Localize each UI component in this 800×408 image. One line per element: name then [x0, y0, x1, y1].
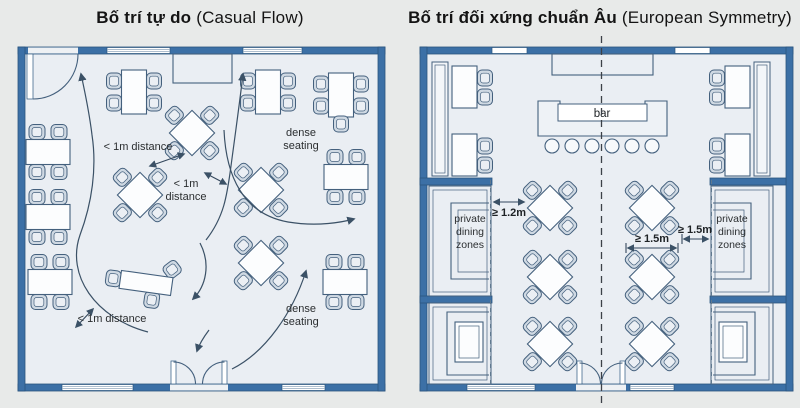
- private-zone-right-label-3: zones: [718, 239, 746, 251]
- left-title-english: (Casual Flow): [196, 8, 304, 27]
- right-title-english: (European Symmetry): [621, 8, 792, 27]
- flow-arrow: [205, 72, 247, 241]
- label-spacing-private: ≥ 1.5m: [678, 224, 712, 236]
- private-dining-zone-left: [428, 185, 492, 297]
- angled-casual-table: [104, 258, 184, 310]
- flow-arrow: [75, 72, 149, 333]
- private-zone-right-label-2: dining: [718, 226, 746, 238]
- private-zone-left-label-3: zones: [456, 239, 484, 251]
- bar-stools: [544, 138, 660, 154]
- wall-stub: [709, 295, 787, 304]
- flow-arrow: [231, 269, 308, 370]
- distance-arrow: [74, 307, 95, 329]
- label-dense-top-2: seating: [283, 140, 318, 152]
- distance-arrow: [148, 152, 186, 168]
- bar-counter: bar: [537, 100, 668, 137]
- right-title-vietnamese: Bố trí đối xứng chuẩn Âu: [408, 8, 617, 27]
- label-distance-bottom: < 1m distance: [78, 313, 147, 325]
- bar-stool: [604, 138, 620, 154]
- label-distance-mid-1: < 1m: [174, 178, 199, 190]
- back-counter: [551, 53, 654, 76]
- left-title-vietnamese: Bố trí tự do: [96, 8, 192, 27]
- bar-stool: [624, 138, 640, 154]
- left-plan-title: Bố trí tự do (Casual Flow): [0, 8, 400, 28]
- chair: [333, 115, 349, 133]
- right-plan-labels: private dining zones private dining zone…: [454, 207, 748, 251]
- wall-stub: [419, 177, 493, 186]
- label-distance-top: < 1m distance: [104, 141, 173, 153]
- private-zone-left-label-2: dining: [456, 226, 484, 238]
- bar-stool: [644, 138, 660, 154]
- spacing-arrows: [492, 198, 710, 253]
- label-distance-mid-2: distance: [166, 191, 207, 203]
- bar-stool: [544, 138, 560, 154]
- private-zone-right-label-1: private: [716, 213, 748, 225]
- distance-arrows: [74, 152, 228, 329]
- label-dense-bottom-2: seating: [283, 316, 318, 328]
- left-plan-labels: < 1m distance < 1m distance dense seatin…: [78, 127, 319, 328]
- right-plan: bar: [419, 36, 794, 404]
- label-spacing-aisle: ≥ 1.2m: [492, 207, 526, 219]
- right-plan-windows: [466, 47, 711, 391]
- left-plan-main-door: [170, 360, 228, 391]
- flow-arrow: [191, 242, 207, 301]
- wall-stub: [419, 295, 493, 304]
- label-dense-top-1: dense: [286, 127, 316, 139]
- banquette-left: [431, 61, 493, 177]
- left-plan-tables: [26, 70, 369, 312]
- flow-arrows: [75, 72, 356, 370]
- booth-left: [428, 302, 492, 385]
- bar-stool: [584, 138, 600, 154]
- label-dense-bottom-1: dense: [286, 303, 316, 315]
- service-counter: [172, 53, 233, 84]
- right-plan-title: Bố trí đối xứng chuẩn Âu (European Symme…: [400, 8, 800, 28]
- distance-arrow: [203, 172, 228, 185]
- bar-stool: [564, 138, 580, 154]
- private-zone-left-label-1: private: [454, 213, 486, 225]
- wall-stub: [709, 177, 787, 186]
- label-spacing-tables: ≥ 1.5m: [635, 233, 669, 245]
- left-plan-entry-door: [26, 47, 79, 100]
- flow-arrow: [223, 129, 356, 225]
- left-plan: < 1m distance < 1m distance dense seatin…: [17, 46, 386, 392]
- left-plan-windows: [61, 47, 326, 391]
- flow-arrow: [195, 329, 210, 353]
